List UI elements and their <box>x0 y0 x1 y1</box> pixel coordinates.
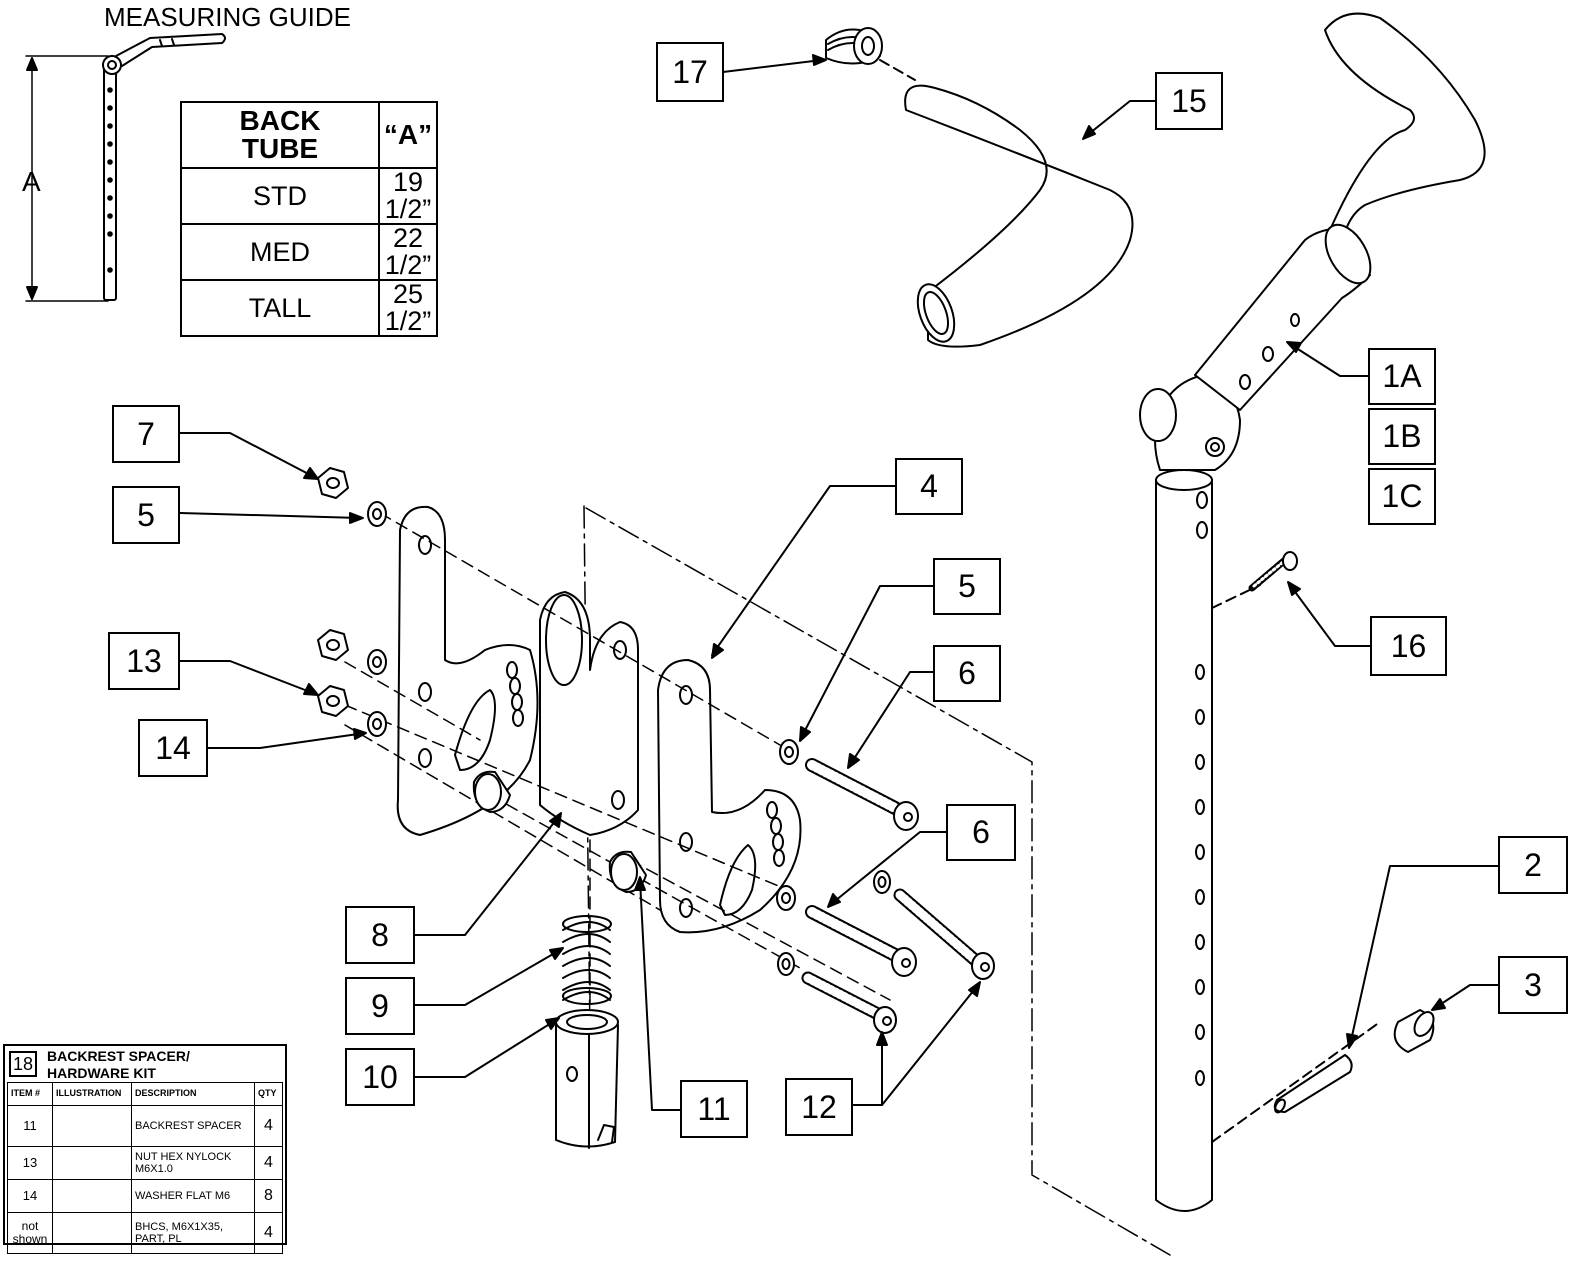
spacer-part-11-left <box>472 770 511 813</box>
hardware-kit-panel: 18 BACKREST SPACER/ HARDWARE KIT ITEM # … <box>3 1044 287 1254</box>
grip-part-15 <box>879 59 1134 348</box>
screw-part-16 <box>1248 551 1298 592</box>
washer-right-2 <box>776 885 796 911</box>
callout-8[interactable]: 8 <box>345 906 415 964</box>
kit-header-illustration: ILLUSTRATION <box>52 1082 132 1106</box>
kit-item-number: 18 <box>9 1051 37 1077</box>
kit-qty: 4 <box>254 1212 283 1254</box>
callout-3[interactable]: 3 <box>1498 956 1568 1014</box>
leader-lines <box>179 54 1499 1111</box>
bolt-part-6-lower <box>805 905 917 977</box>
callout-13[interactable]: 13 <box>108 632 180 690</box>
washer-upper-mid <box>367 649 387 675</box>
callout-2[interactable]: 2 <box>1498 836 1568 894</box>
callout-5-right[interactable]: 5 <box>933 558 1001 615</box>
kit-qty: 4 <box>254 1146 283 1180</box>
kit-description: NUT HEX NYLOCK M6X1.0 <box>131 1146 255 1180</box>
callout-1C[interactable]: 1C <box>1368 468 1436 525</box>
a-value: 25 1/2” <box>378 279 438 337</box>
washer-part-5 <box>367 501 387 527</box>
spring-part-9 <box>562 915 612 1005</box>
back-tube-table: BACK TUBE “A” STD 19 1/2” MED 22 1/2” TA… <box>180 101 438 337</box>
callout-12[interactable]: 12 <box>785 1078 853 1136</box>
sleeve-part-3 <box>1393 1009 1435 1053</box>
kit-header-item: ITEM # <box>7 1082 53 1106</box>
hex-nut-part-13-upper <box>317 629 349 661</box>
kit-header-qty: QTY <box>254 1082 283 1106</box>
callout-5-left[interactable]: 5 <box>112 486 180 544</box>
kit-illustration-cell <box>52 1212 132 1254</box>
callout-11[interactable]: 11 <box>680 1080 748 1138</box>
bolt-part-12-right <box>893 888 995 980</box>
header-back-tube: BACK TUBE <box>180 101 380 169</box>
plunger-housing-part-10 <box>555 1009 619 1149</box>
kit-item: 11 <box>7 1105 53 1147</box>
tube-size: TALL <box>180 279 380 337</box>
table-row: MED 22 1/2” <box>180 223 438 281</box>
header-a: “A” <box>378 101 438 169</box>
hex-nut-part-7 <box>317 467 349 499</box>
washer-right-3 <box>873 870 891 894</box>
kit-title: BACKREST SPACER/ HARDWARE KIT <box>47 1048 190 1081</box>
tube-size: STD <box>180 167 380 225</box>
table-row: TALL 25 1/2” <box>180 279 438 337</box>
end-plug-part-17 <box>825 27 883 65</box>
hex-nut-part-13 <box>317 685 349 717</box>
kit-description: BACKREST SPACER <box>131 1105 255 1147</box>
back-tube-assembly <box>1139 12 1486 1212</box>
clamp-plate-left <box>396 505 539 836</box>
kit-table-header: ITEM # ILLUSTRATION DESCRIPTION QTY <box>7 1082 283 1106</box>
callout-7[interactable]: 7 <box>112 405 180 463</box>
washer-part-14 <box>367 711 387 737</box>
kit-description: WASHER FLAT M6 <box>131 1179 255 1213</box>
table-row: 13 NUT HEX NYLOCK M6X1.0 4 <box>7 1146 283 1180</box>
kit-qty: 4 <box>254 1105 283 1147</box>
assembly-path-dashline <box>585 507 1171 1256</box>
table-row: STD 19 1/2” <box>180 167 438 225</box>
a-value: 22 1/2” <box>378 223 438 281</box>
clamp-plate-part-4 <box>657 659 802 934</box>
callout-15[interactable]: 15 <box>1155 72 1223 130</box>
dimension-a-label: A <box>22 166 41 197</box>
table-row: not shown BHCS, M6X1X35, PART, PL 4 <box>7 1212 283 1254</box>
hardware-kit-table: ITEM # ILLUSTRATION DESCRIPTION QTY 11 B… <box>7 1082 283 1254</box>
callout-16[interactable]: 16 <box>1370 616 1447 676</box>
table-row: 11 BACKREST SPACER 4 <box>7 1105 283 1147</box>
callout-6-upper[interactable]: 6 <box>933 645 1001 702</box>
callout-6-lower[interactable]: 6 <box>946 804 1016 861</box>
bolt-part-6-upper <box>805 758 919 831</box>
washer-right-1 <box>779 739 799 765</box>
table-row: 14 WASHER FLAT M6 8 <box>7 1179 283 1213</box>
back-tube-table-header: BACK TUBE “A” <box>180 101 438 169</box>
kit-item: 13 <box>7 1146 53 1180</box>
kit-illustration-cell <box>52 1146 132 1180</box>
callout-1A[interactable]: 1A <box>1368 348 1436 405</box>
kit-illustration-cell <box>52 1179 132 1213</box>
measuring-guide-tube-icon <box>25 33 226 302</box>
tube-size: MED <box>180 223 380 281</box>
kit-illustration-cell <box>52 1105 132 1147</box>
callout-4[interactable]: 4 <box>895 458 963 515</box>
bolt-part-12-left <box>801 971 897 1034</box>
kit-description: BHCS, M6X1X35, PART, PL <box>131 1212 255 1254</box>
kit-qty: 8 <box>254 1179 283 1213</box>
pin-part-2 <box>1273 1054 1353 1114</box>
callout-17[interactable]: 17 <box>656 42 724 102</box>
center-block-part-8 <box>539 591 639 836</box>
measuring-guide-title: MEASURING GUIDE <box>104 2 352 32</box>
kit-item: 14 <box>7 1179 53 1213</box>
callout-10[interactable]: 10 <box>345 1048 415 1106</box>
kit-item: not shown <box>7 1212 53 1254</box>
callout-1B[interactable]: 1B <box>1368 408 1436 465</box>
a-value: 19 1/2” <box>378 167 438 225</box>
washer-right-4 <box>777 952 795 976</box>
callout-14[interactable]: 14 <box>138 719 208 777</box>
kit-header-description: DESCRIPTION <box>131 1082 255 1106</box>
spacer-part-11 <box>608 850 647 893</box>
callout-9[interactable]: 9 <box>345 977 415 1035</box>
